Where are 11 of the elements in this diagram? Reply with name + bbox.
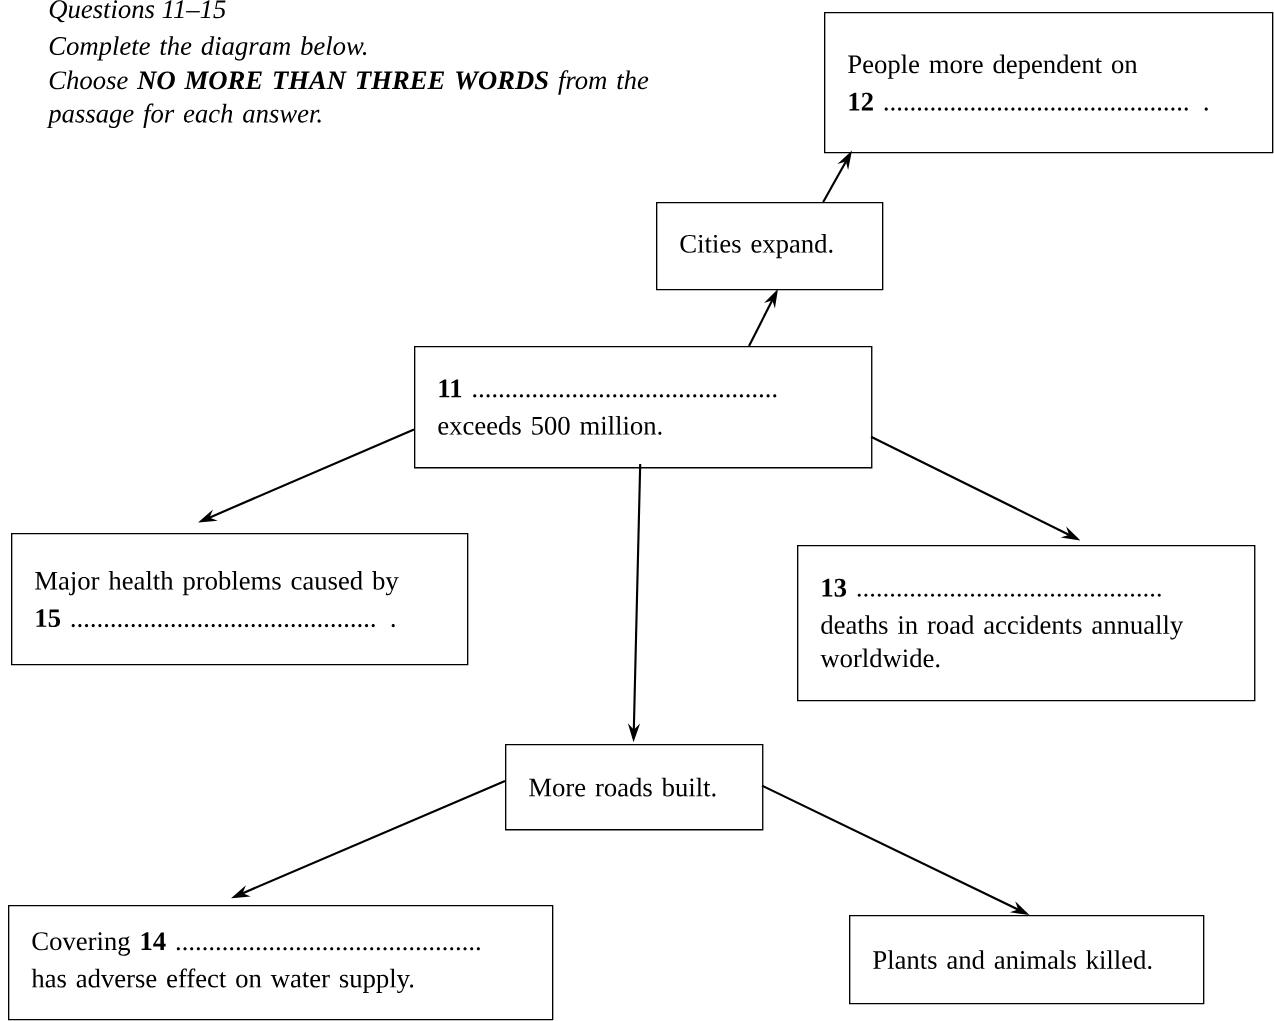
text-box: 11 .............................................. exceeds 500 million. (414, 346, 873, 469)
text-box: People more dependent on 12 .............................................. . (824, 12, 1274, 154)
text-box: Cities expand. (656, 202, 884, 291)
instruction-text: Complete the diagram below. (49, 36, 367, 61)
text-box: Plants and animals killed. (849, 915, 1205, 1005)
text-box: 13 .............................................. deaths in road accidents annually worldwide. (797, 545, 1256, 702)
instruction-text: Choose NO MORE THAN THREE WORDS from the passage for each answer. (46, 70, 649, 129)
heading: Questions 11–15 (49, 0, 226, 23)
text-box: Major health problems caused by 15 .............................................. . (11, 533, 469, 666)
text-box: More roads built. (505, 744, 764, 831)
text-box: Covering 14 .............................................. has adverse effect on water supply. (8, 905, 554, 1021)
